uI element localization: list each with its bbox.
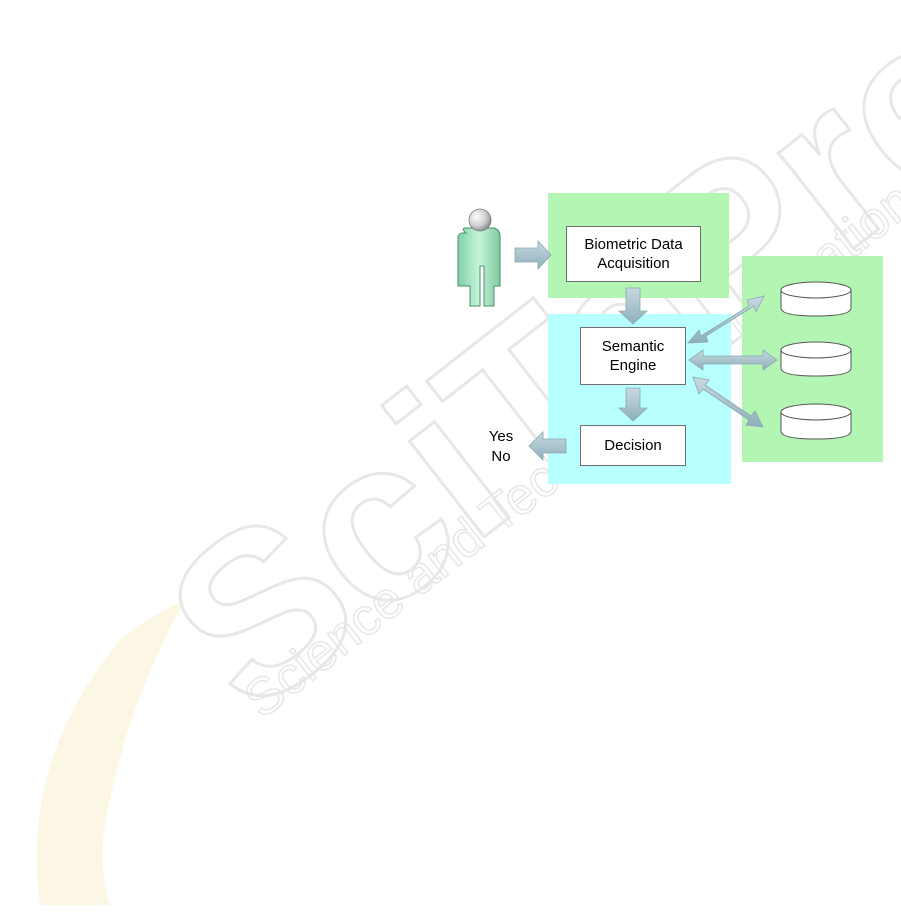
arrow-person-to-acquisition: [515, 241, 551, 269]
person-icon: [458, 209, 500, 306]
output-no-label: No: [481, 448, 521, 465]
decision-box: Decision: [580, 425, 686, 466]
semantic-engine-box: Semantic Engine: [580, 327, 686, 385]
database-region: [742, 256, 883, 462]
watermark-swoosh: [37, 600, 185, 905]
output-yes-label: Yes: [481, 428, 521, 445]
biometric-data-acquisition-box: Biometric Data Acquisition: [566, 226, 701, 282]
